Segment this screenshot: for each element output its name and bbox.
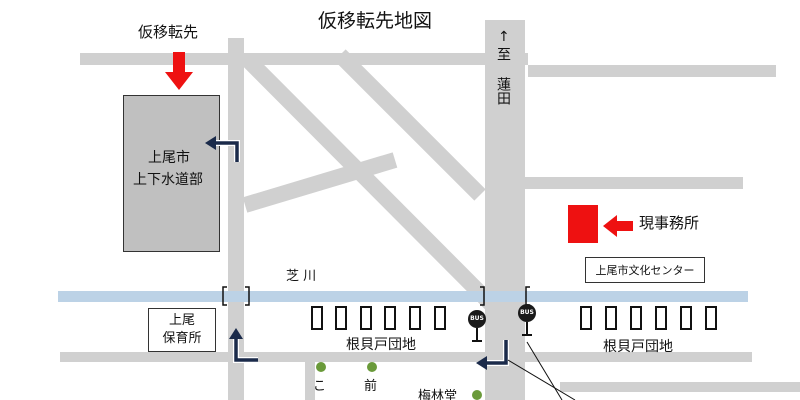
housing-block (680, 306, 692, 330)
housing-block (705, 306, 717, 330)
leader-line (526, 341, 563, 400)
bus-stop-base (472, 340, 482, 342)
road-center-vertical (485, 20, 525, 400)
partial-label-1: こ (313, 379, 327, 394)
housing-name-left: 根貝戸団地 (346, 337, 416, 353)
housing-block (311, 306, 323, 330)
direction-label: 至 蓮田 (495, 47, 511, 105)
diagonal-road-lower (242, 152, 398, 213)
bus-stop-pole (526, 322, 528, 334)
housing-block (335, 306, 347, 330)
bus-stop-icon: BUS (468, 310, 486, 328)
current-office-marker[interactable] (568, 205, 598, 243)
river-shiba (58, 291, 748, 302)
culture-center-label: 上尾市文化センター (585, 257, 705, 283)
river-name: 芝 川 (286, 269, 317, 284)
turn-arrow-icon (229, 328, 258, 363)
bridge-marker (480, 286, 485, 306)
housing-block (580, 306, 592, 330)
road-bottom-horizontal (60, 352, 752, 362)
road-bottom-vertical (305, 362, 315, 400)
road-bottom-right (560, 382, 800, 392)
turn-arrow-icon (205, 136, 240, 162)
sewer-dept-name-line1: 上尾市 (148, 150, 190, 166)
road-top-right (528, 65, 776, 77)
bus-stop-base (522, 334, 532, 336)
tree-icon (472, 390, 482, 400)
housing-block (360, 306, 372, 330)
housing-block (630, 306, 642, 330)
nursery-name-line1: 上尾 (168, 313, 195, 329)
sewer-dept-name-line2: 上下水道部 (133, 172, 203, 188)
temp-office-label: 仮移転先 (138, 23, 199, 41)
road-right-horizontal (525, 177, 743, 189)
housing-block (655, 306, 667, 330)
diagonal-road-upper (334, 49, 486, 201)
housing-block (605, 306, 617, 330)
housing-name-right: 根貝戸団地 (603, 339, 673, 355)
nursery-label: 上尾 保育所 (148, 308, 216, 352)
road-left-vertical (228, 38, 244, 400)
diagonal-road-main (242, 54, 498, 311)
bridge-marker (245, 286, 250, 306)
direction-arrow-icon: ↑ (498, 29, 510, 45)
partial-label-2: 前 (364, 379, 378, 394)
housing-block (434, 306, 446, 330)
nursery-name-line2: 保育所 (162, 331, 202, 346)
current-office-label: 現事務所 (639, 214, 700, 232)
housing-block (384, 306, 396, 330)
bus-stop-icon: BUS (518, 304, 536, 322)
road-top-horizontal (80, 53, 528, 65)
turn-arrow-icon (476, 340, 509, 370)
housing-block (409, 306, 421, 330)
bus-stop-pole (476, 328, 478, 340)
map-title: 仮移転先地図 (318, 10, 433, 32)
tree-icon (367, 362, 377, 372)
sewer-dept-building[interactable]: 上尾市 上下水道部 (123, 95, 220, 252)
tree-icon (316, 362, 326, 372)
leader-line (507, 359, 576, 400)
partial-label-3: 梅林堂 (418, 389, 458, 400)
bridge-marker (222, 286, 227, 306)
